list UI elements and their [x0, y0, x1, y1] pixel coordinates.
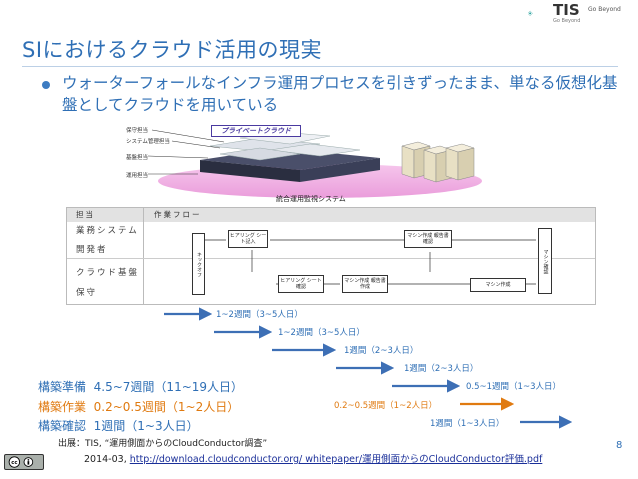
role-label: 運用担当	[126, 173, 149, 179]
schedule-arrows	[164, 307, 573, 429]
creative-commons-icon: cc	[4, 454, 44, 470]
gantt-label: 0.2~0.5週間（1~2人日）	[334, 401, 438, 411]
gantt-label: 1週間（1~3人日）	[430, 419, 505, 429]
source-prefix: 2014-03,	[84, 454, 130, 465]
summary-name: 構築準備	[38, 380, 87, 394]
header-flow: 作業フロー	[154, 210, 202, 219]
logo-right-text: Go Beyond	[588, 6, 621, 13]
summary-name: 構築作業	[38, 400, 87, 414]
page-number: 8	[616, 440, 623, 451]
svg-text:cc: cc	[11, 460, 17, 466]
role-developer: 業務システム 開発者	[76, 224, 139, 258]
role-line: 業務システム	[76, 226, 139, 236]
private-cloud-label: プライベートクラウド	[211, 125, 301, 137]
machine-report-check-box: マシン作成 報告書確認	[404, 230, 452, 248]
table-divider	[143, 208, 144, 304]
bullet-dot	[42, 81, 50, 89]
summary-name: 構築確認	[38, 419, 87, 433]
role-line: 開発者	[76, 245, 108, 255]
header-role: 担当	[76, 210, 95, 219]
title-divider	[22, 66, 618, 67]
summary-value: 4.5~7週間（11~19人日）	[93, 380, 244, 394]
summary-row: 構築準備 4.5~7週間（11~19人日）	[38, 378, 243, 395]
gantt-label: 0.5~1週間（1~3人日）	[466, 382, 561, 392]
hearing-entry-box: ヒアリング シート記入	[228, 230, 268, 248]
tis-logo-icon	[528, 10, 533, 16]
summary-value: 0.2~0.5週間（1~2人日）	[93, 400, 240, 414]
role-label: 基盤担当	[126, 155, 149, 161]
summary-row: 構築確認 1週間（1~3人日）	[38, 417, 199, 434]
kickoff-box: キックオフ	[192, 233, 205, 295]
gantt-label: 1~2週間（3~5人日）	[216, 310, 303, 320]
slide-title: SIにおけるクラウド活用の現実	[22, 38, 323, 62]
summary-row: 構築作業 0.2~0.5週間（1~2人日）	[38, 398, 239, 415]
hearing-check-box: ヒアリング シート確認	[278, 275, 324, 293]
gantt-label: 1週間（2~3人日）	[404, 364, 479, 374]
source-link[interactable]: http://download.cloudconductor.org/ whit…	[129, 454, 543, 465]
workflow-header	[67, 208, 595, 222]
role-line: クラウド基盤	[76, 268, 140, 278]
machine-confirm-box: マシン確認	[538, 228, 552, 294]
cloud-infrastructure-icon	[200, 131, 380, 182]
machine-report-box: マシン作成 報告書作成	[342, 275, 388, 293]
bullet-text: ウォーターフォールなインフラ運用プロセスを引きずったまま、単なる仮想化基盤として…	[62, 74, 618, 114]
source-citation: 出展：TIS, “運用側面からのCloudConductor調査”	[58, 439, 268, 449]
servers-icon	[401, 141, 475, 183]
role-line: 保守	[76, 288, 98, 298]
role-infra: クラウド基盤 保守	[76, 266, 139, 301]
logo-subtext: Go Beyond	[553, 18, 581, 24]
table-row-divider	[67, 258, 595, 259]
logo-text: TIS	[553, 1, 580, 19]
gantt-label: 1~2週間（3~5人日）	[278, 328, 365, 338]
gantt-label: 1週間（2~3人日）	[344, 346, 419, 356]
role-label: 保守担当	[126, 128, 149, 134]
leader-lines	[147, 129, 225, 175]
machine-create-box: マシン作成	[470, 278, 526, 292]
source-line: 2014-03, http://download.cloudconductor.…	[84, 451, 542, 465]
summary-value: 1週間（1~3人日）	[93, 419, 199, 433]
role-label: システム管理担当	[126, 139, 170, 145]
monitoring-system-label: 統合運用監視システム	[276, 195, 346, 203]
